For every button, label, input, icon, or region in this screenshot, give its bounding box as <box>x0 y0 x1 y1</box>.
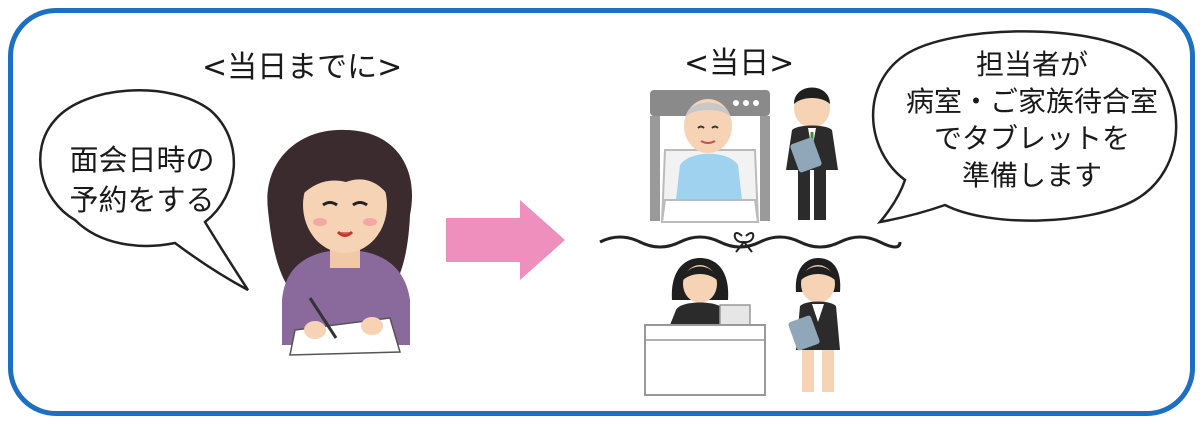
right-heading: <当日> <box>684 46 795 81</box>
right-bubble-line: でタブレットを <box>933 122 1130 155</box>
woman-writing-illustration <box>267 129 413 356</box>
left-bubble-line: 予約をする <box>69 183 215 217</box>
staff-woman-at-desk-illustration <box>644 258 766 396</box>
right-bubble-line: 病室・ご家族待合室 <box>905 85 1158 118</box>
right-bubble-text: 担当者が 病室・ご家族待合室 でタブレットを 準備します <box>872 46 1192 194</box>
left-heading: <当日までに> <box>202 50 403 85</box>
staff-man-with-tablet-illustration <box>786 87 838 220</box>
right-arrow <box>446 200 565 280</box>
patient-in-bed-illustration <box>650 90 770 223</box>
right-bubble-line: 準備します <box>961 159 1102 192</box>
right-bubble-line: 担当者が <box>975 48 1088 81</box>
staff-woman-with-tablet-illustration <box>788 258 841 392</box>
right-speech-bubble <box>871 30 1178 224</box>
left-bubble-line: 面会日時の <box>69 143 215 177</box>
wavy-divider <box>599 232 902 253</box>
left-bubble-text: 面会日時の 予約をする <box>52 140 232 220</box>
left-speech-bubble <box>39 89 250 292</box>
